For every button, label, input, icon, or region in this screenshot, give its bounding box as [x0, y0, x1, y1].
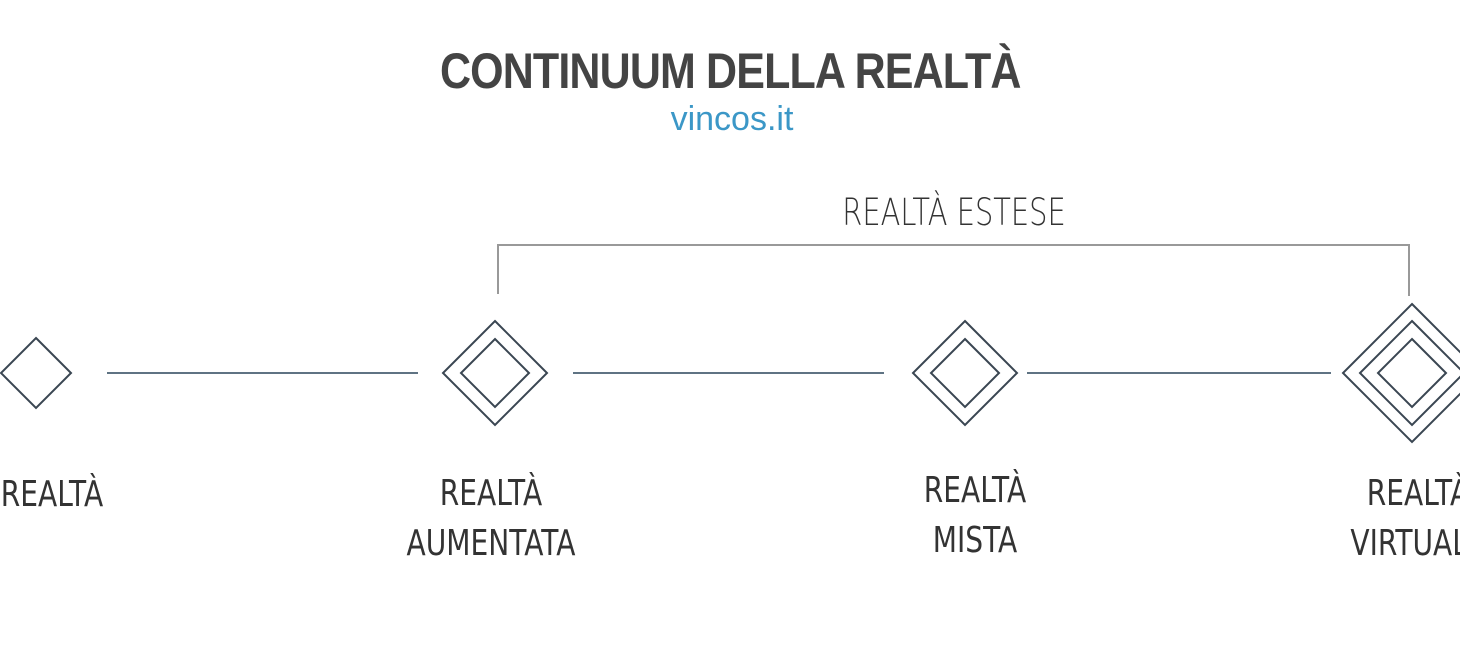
diamond-reality — [0, 336, 73, 410]
diagram-title: CONTINUUM DELLA REALTÀ — [439, 43, 1021, 99]
label-virtual-line1: REALTÀ — [1366, 473, 1460, 514]
label-mixed-line2: MISTA — [932, 520, 1018, 561]
label-augmented-line1: REALTÀ — [439, 473, 543, 514]
diamond-mixed-reality — [911, 319, 1019, 427]
label-mixed-reality: REALTÀ MISTA — [835, 466, 1116, 566]
diagram-subtitle: vincos.it — [670, 100, 794, 138]
label-augmented-line2: AUMENTATA — [406, 523, 576, 564]
diamond-augmented-reality — [441, 319, 549, 427]
label-mixed-line1: REALTÀ — [923, 470, 1027, 511]
label-virtual-reality: REALTÀ VIRTUALE — [1278, 469, 1460, 569]
extended-reality-bracket — [497, 244, 1410, 296]
label-virtual-line2: VIRTUALE — [1350, 523, 1460, 564]
diamond-virtual-reality — [1341, 302, 1460, 444]
label-reality-line1: REALTÀ — [0, 474, 104, 515]
label-reality: REALTÀ — [0, 470, 192, 520]
extended-reality-label: REALTÀ ESTESE — [842, 191, 1066, 234]
label-augmented-reality: REALTÀ AUMENTATA — [351, 469, 632, 569]
